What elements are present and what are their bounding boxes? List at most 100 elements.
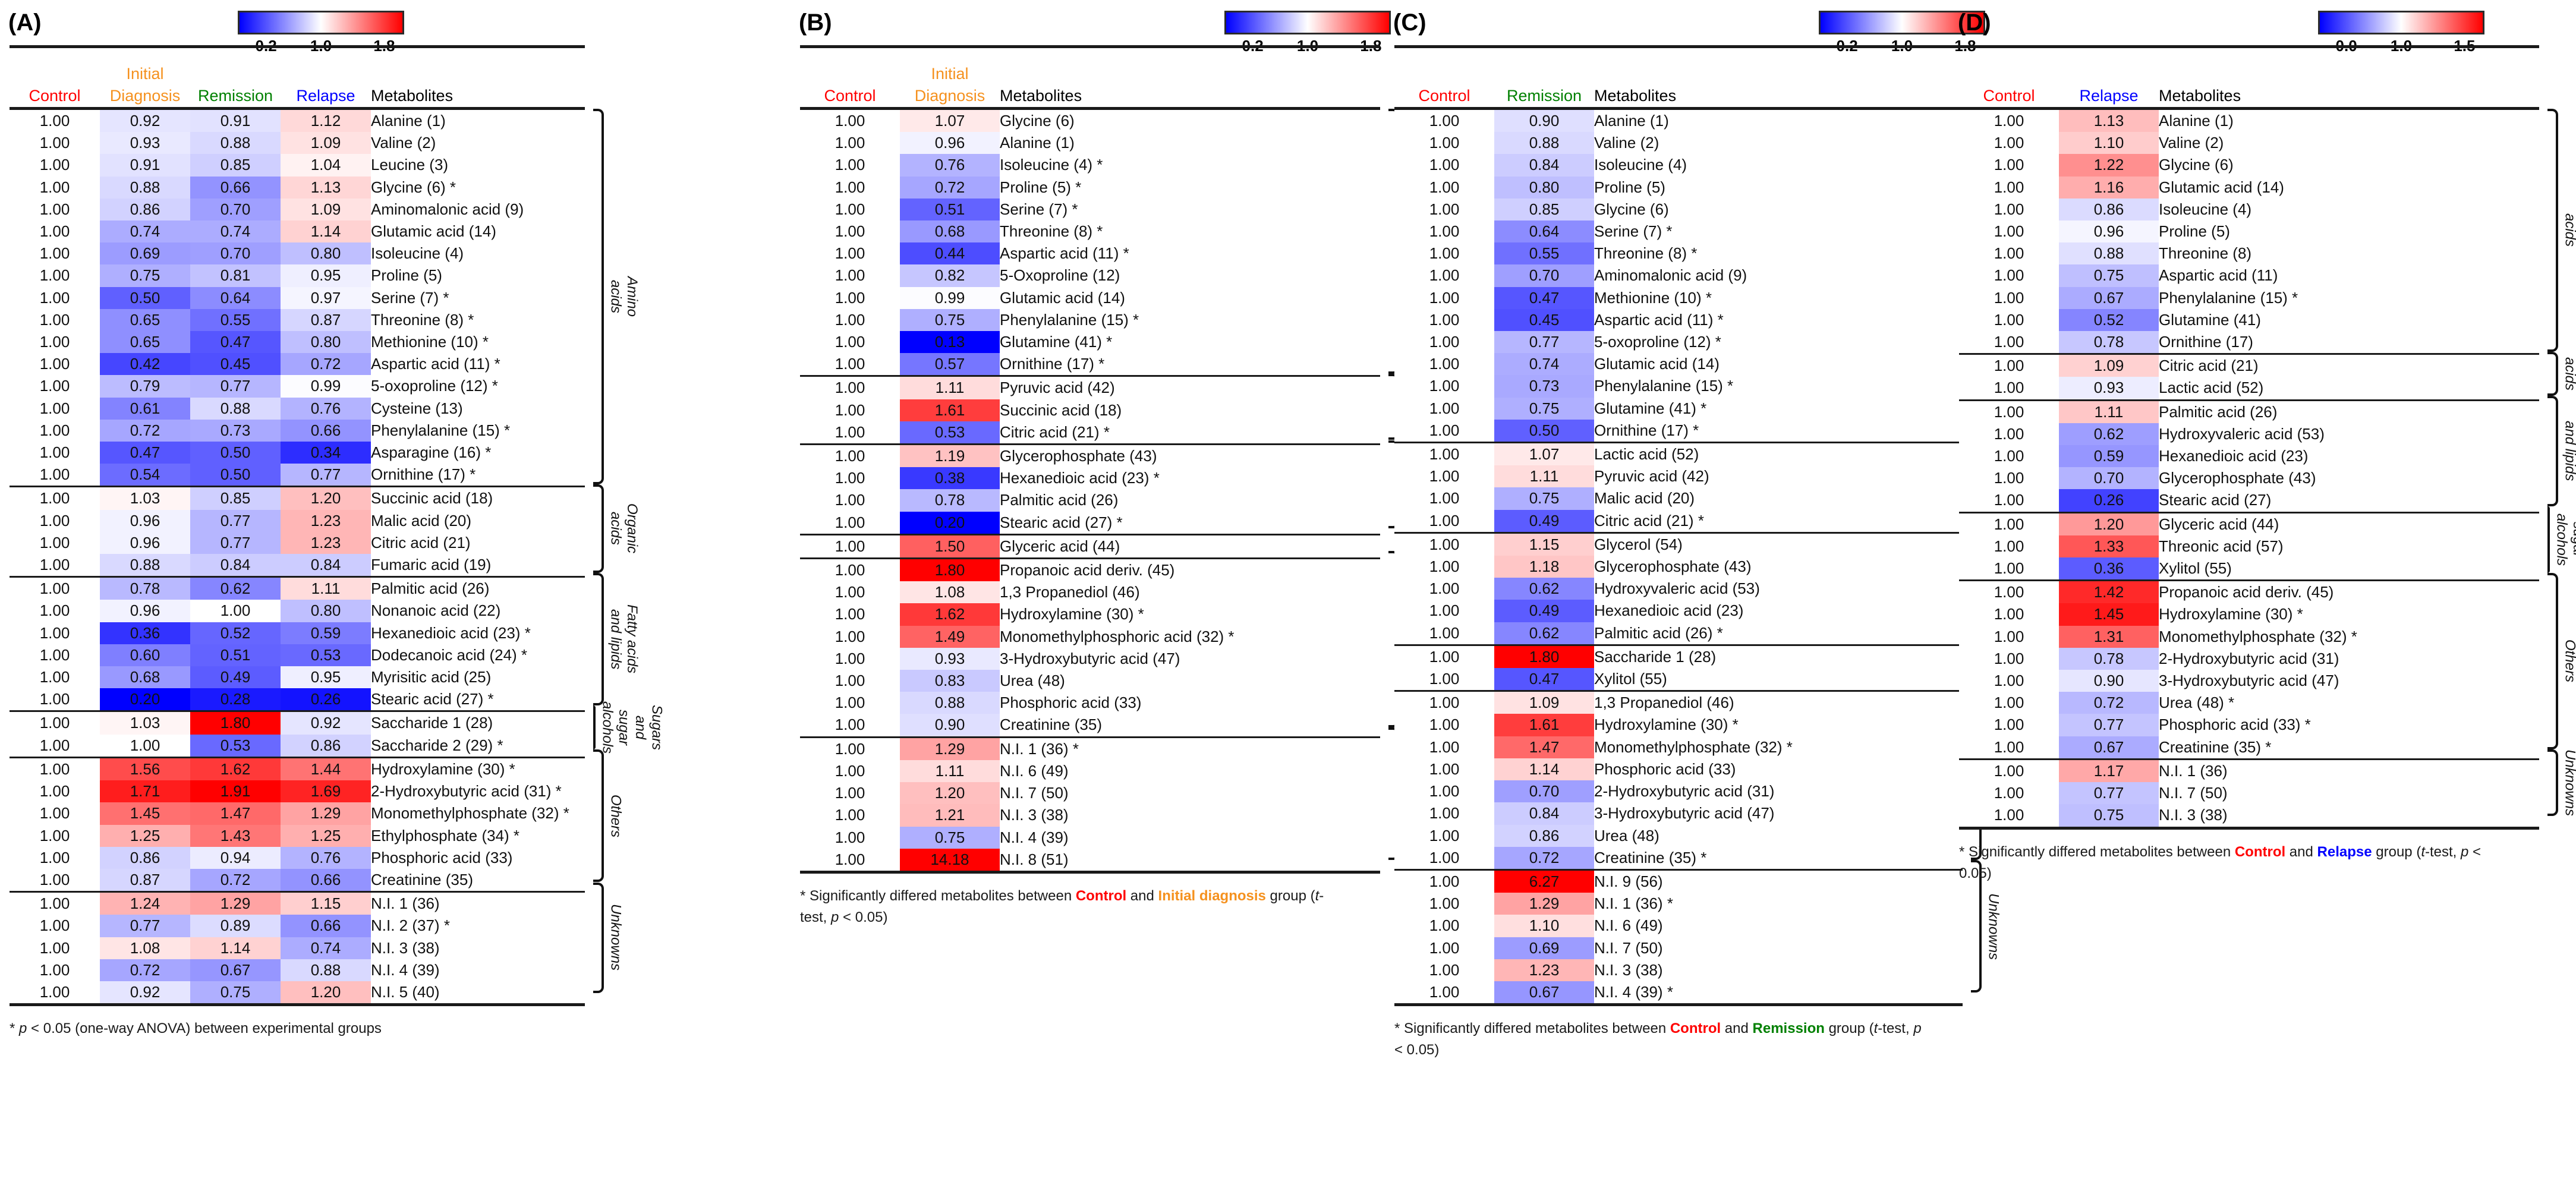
heat-value-cell: 0.44 (900, 242, 1000, 265)
metabolite-name: Isoleucine (4) * (1000, 154, 1380, 177)
heat-value-cell: 0.68 (900, 220, 1000, 243)
panel-footnote: * Significantly differed metabolites bet… (1394, 1020, 1922, 1058)
control-value-cell: 1.00 (1394, 556, 1494, 578)
metabolite-name: Aspartic acid (11) * (1594, 308, 1963, 332)
metabolite-name: Proline (5) (1594, 176, 1963, 198)
control-value-cell: 1.00 (800, 603, 900, 626)
heat-value-cell: 0.95 (281, 666, 371, 689)
metabolite-name: Stearic acid (27) * (371, 688, 585, 711)
heat-value-cell: 0.50 (1494, 419, 1594, 443)
metabolite-name: Saccharide 2 (29) * (371, 734, 585, 758)
metabolite-name: Alanine (1) (1000, 132, 1380, 155)
heat-value-cell: 0.26 (281, 688, 371, 711)
metabolite-name: N.I. 3 (38) (371, 937, 585, 959)
metabolite-name: Saccharide 1 (28) (1594, 644, 1963, 669)
metabolite-name: Glycerophosphate (43) (1000, 443, 1380, 468)
control-value-cell: 1.00 (800, 443, 900, 468)
heat-value-cell: 0.66 (190, 176, 281, 198)
colorbar-gradient (1224, 11, 1391, 34)
panel-footnote: * Significantly differed metabolites bet… (1959, 843, 2481, 881)
heat-value-cell: 0.90 (2059, 670, 2159, 692)
control-value-cell: 1.00 (800, 331, 900, 354)
control-value-cell: 1.00 (1394, 397, 1494, 420)
category-bracket: Fatty acids and lipids (2547, 396, 2576, 507)
heat-value-cell: 0.70 (190, 198, 281, 221)
heat-value-cell: 0.92 (100, 107, 190, 133)
control-value-cell: 1.00 (1959, 758, 2059, 783)
metabolite-name: N.I. 4 (39) (371, 959, 585, 981)
metabolite-name: Alanine (1) (2159, 107, 2539, 133)
heat-value-cell: 1.03 (100, 486, 190, 510)
metabolite-name: N.I. 1 (36) (2159, 758, 2539, 783)
heat-value-cell: 0.67 (190, 959, 281, 981)
heat-value-cell: 1.44 (281, 756, 371, 781)
category-label: Organic acids (2562, 357, 2576, 390)
metabolite-name: Glycine (6) (2159, 154, 2539, 177)
heat-value-cell: 0.84 (1494, 802, 1594, 825)
heat-value-cell: 0.51 (190, 644, 281, 667)
heat-value-cell: 0.96 (2059, 220, 2159, 243)
heat-value-cell: 1.00 (100, 734, 190, 758)
metabolite-name: Urea (48) (1594, 824, 1963, 847)
heat-value-cell: 0.92 (281, 710, 371, 735)
heat-value-cell: 0.72 (2059, 692, 2159, 714)
control-value-cell: 1.00 (800, 670, 900, 692)
control-value-cell: 1.00 (800, 714, 900, 738)
metabolite-name: 5-Oxoproline (12) (1000, 264, 1380, 287)
column-header-metabolites: Metabolites (1594, 45, 1963, 109)
metabolite-name: Lactic acid (52) (2159, 377, 2539, 401)
control-value-cell: 1.00 (1394, 442, 1494, 466)
heat-value-cell: 0.51 (900, 198, 1000, 221)
heat-value-cell: 0.72 (100, 419, 190, 442)
metabolite-name: Propanoic acid deriv. (45) (1000, 557, 1380, 582)
control-value-cell: 1.00 (1959, 511, 2059, 535)
control-value-cell: 1.00 (10, 824, 100, 847)
metabolite-name: N.I. 7 (50) (2159, 782, 2539, 805)
heat-value-cell: 0.28 (190, 688, 281, 711)
heat-value-cell: 0.74 (100, 220, 190, 243)
heat-value-cell: 1.20 (2059, 511, 2159, 535)
metabolite-name: Hydroxylamine (30) * (1594, 714, 1963, 736)
heat-value-cell: 0.70 (2059, 467, 2159, 490)
control-value-cell: 1.00 (800, 353, 900, 376)
heat-value-cell: 1.80 (900, 557, 1000, 582)
heat-value-cell: 0.88 (190, 397, 281, 420)
bracket-line (1971, 860, 1982, 993)
heat-value-cell: 0.52 (2059, 308, 2159, 332)
metabolite-name: Isoleucine (4) (371, 242, 585, 265)
heat-value-cell: 1.20 (281, 981, 371, 1004)
control-value-cell: 1.00 (10, 419, 100, 442)
colorbar-gradient (2318, 11, 2484, 34)
heat-value-cell: 0.55 (1494, 242, 1594, 265)
metabolite-name: 1,3 Propanediol (46) (1594, 690, 1963, 714)
metabolite-name: Creatinine (35) (1000, 714, 1380, 738)
heat-value-cell: 0.38 (900, 467, 1000, 490)
heat-value-cell: 0.80 (281, 600, 371, 622)
control-value-cell: 1.00 (10, 622, 100, 644)
control-value-cell: 1.00 (1959, 377, 2059, 401)
metabolite-name: Monomethylphosphate (32) * (1594, 736, 1963, 758)
metabolite-name: Serine (7) * (371, 286, 585, 309)
metabolite-name: Glycerophosphate (43) (1594, 556, 1963, 578)
metabolite-name: Pyruvic acid (42) (1000, 375, 1380, 399)
heat-value-cell: 0.59 (2059, 445, 2159, 468)
